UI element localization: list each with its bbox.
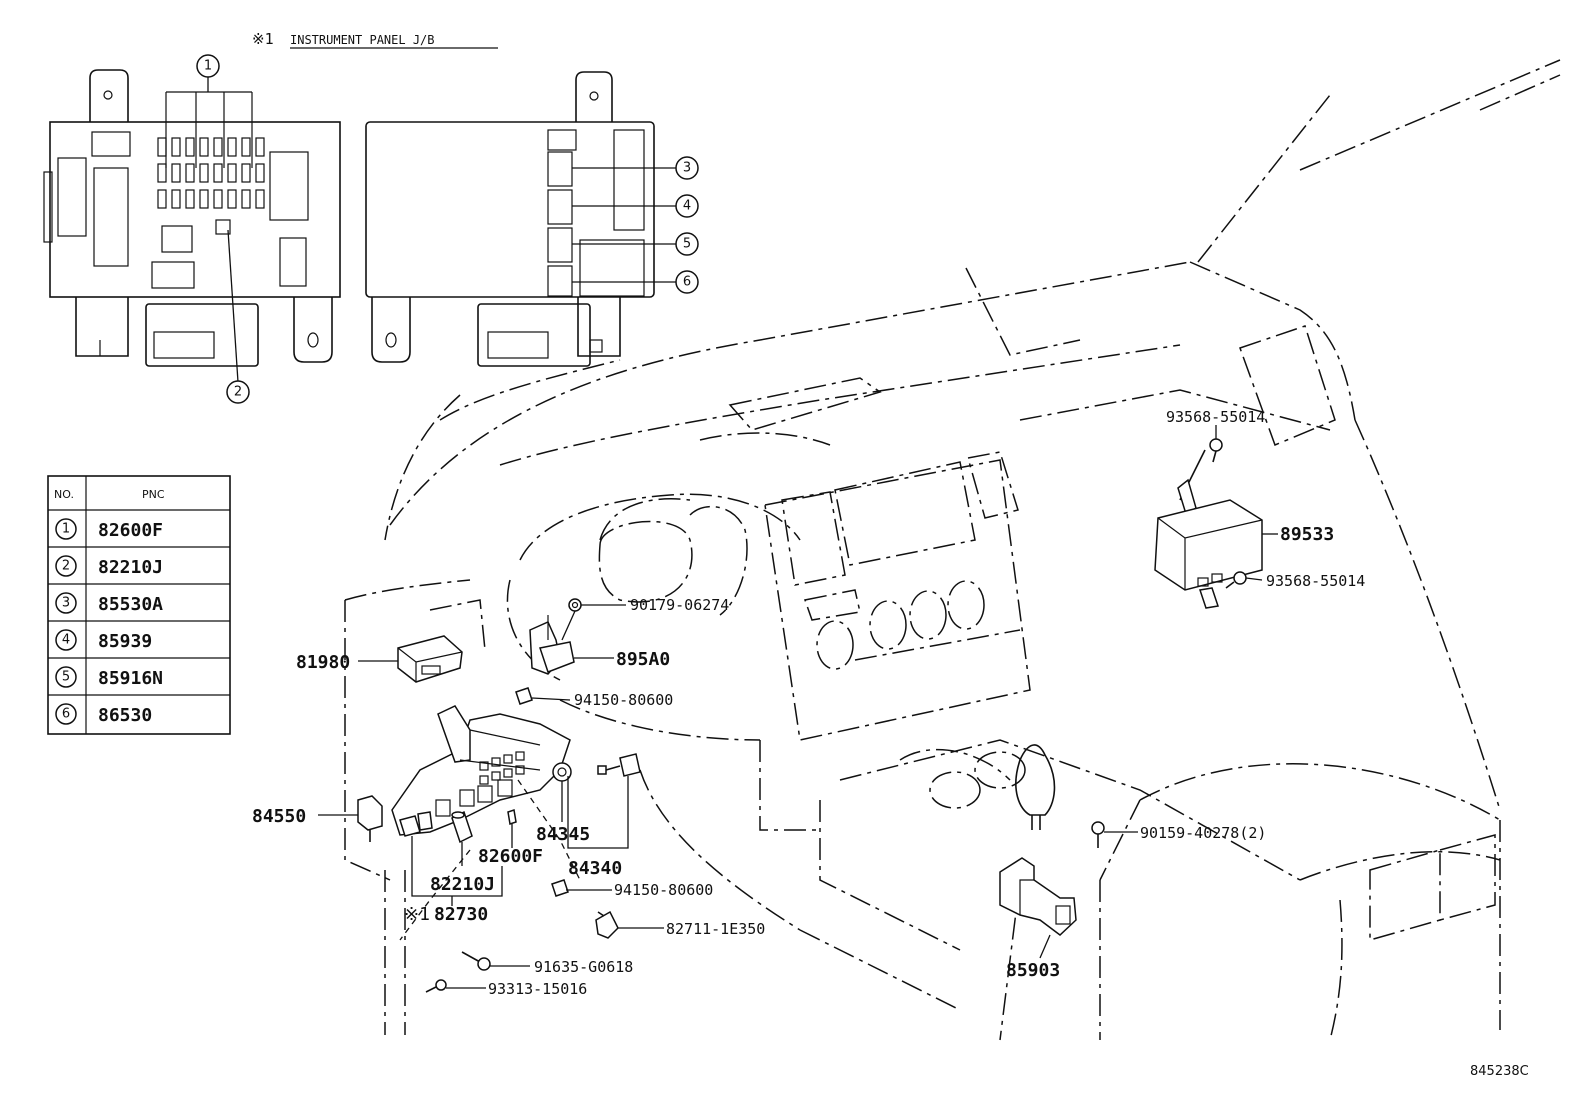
part-85903-shape xyxy=(999,857,1077,936)
table-row-pnc: 82210J xyxy=(98,557,163,578)
table-row-pnc: 85939 xyxy=(98,631,152,652)
table-header-no: NO. xyxy=(54,488,74,501)
label-89533: 89533 xyxy=(1280,524,1334,545)
clip-94150-upper xyxy=(515,687,533,705)
table-row: 3 85530A xyxy=(55,592,163,615)
table-row-no: 2 xyxy=(62,559,70,574)
label-82730: 82730 xyxy=(434,904,488,925)
part-82711-shape xyxy=(595,910,619,939)
label-84550: 84550 xyxy=(252,806,306,827)
part-84345-shape xyxy=(552,762,572,782)
label-93313-15016: 93313-15016 xyxy=(488,980,587,998)
label-85903: 85903 xyxy=(1006,960,1060,981)
table-row-no: 1 xyxy=(62,522,70,537)
drawing-number: 845238C xyxy=(1470,1064,1529,1079)
bolt-93568-top xyxy=(1209,438,1223,463)
svg-text:3: 3 xyxy=(683,161,691,176)
bolt-91635 xyxy=(461,951,491,971)
svg-text:5: 5 xyxy=(683,237,691,252)
jb-marker-2: 2 xyxy=(226,229,250,404)
part-82600F-shape xyxy=(507,809,517,825)
part-84340-shape xyxy=(597,753,641,777)
svg-text:6: 6 xyxy=(683,275,691,290)
part-81980-shape xyxy=(397,635,463,683)
pnc-table: NO. PNC 1 82600F 2 82210J 3 85530A 4 859… xyxy=(47,475,231,735)
table-row: 2 82210J xyxy=(55,555,163,578)
label-84340: 84340 xyxy=(568,858,622,879)
table-row: 6 86530 xyxy=(55,703,152,726)
clip-90159 xyxy=(1091,821,1105,848)
jb-marker-4: 4 xyxy=(572,194,699,218)
instrument-panel-jb-shape xyxy=(391,705,571,837)
table-row-no: 5 xyxy=(62,670,70,685)
nut-90179 xyxy=(568,598,582,612)
label-895A0: 895A0 xyxy=(616,649,670,670)
label-94150-80600-upper: 94150-80600 xyxy=(574,691,673,709)
table-header-pnc: PNC xyxy=(142,488,165,501)
table-row: 5 85916N xyxy=(55,666,163,689)
label-94150-80600-lower: 94150-80600 xyxy=(614,881,713,899)
table-row-pnc: 85916N xyxy=(98,668,163,689)
table-row-no: 6 xyxy=(62,707,70,722)
table-row-pnc: 85530A xyxy=(98,594,163,615)
svg-text:1: 1 xyxy=(204,59,212,74)
label-82600F: 82600F xyxy=(478,846,543,867)
dashboard-outline xyxy=(344,59,1561,1041)
label-82210J: 82210J xyxy=(430,874,495,895)
part-84550-shape xyxy=(357,795,383,842)
jb-marker-5: 5 xyxy=(572,232,699,256)
table-row: 1 82600F xyxy=(55,518,163,541)
jb-header-title: INSTRUMENT PANEL J/B xyxy=(290,33,435,47)
jb-marker-6: 6 xyxy=(572,270,699,294)
table-row: 4 85939 xyxy=(55,629,152,652)
label-81980: 81980 xyxy=(296,652,350,673)
jb-header-prefix: ※1 xyxy=(252,30,274,48)
label-93568-55014-bottom: 93568-55014 xyxy=(1266,572,1365,590)
leader-lines xyxy=(318,425,1278,989)
svg-text:2: 2 xyxy=(234,385,242,400)
label-82711-1E350: 82711-1E350 xyxy=(666,920,765,938)
junction-block-front-view xyxy=(43,69,341,367)
svg-text:4: 4 xyxy=(683,199,691,214)
jb-marker-1: 1 xyxy=(196,54,220,92)
label-93568-55014-top: 93568-55014 xyxy=(1166,408,1265,426)
jb-marker-3: 3 xyxy=(572,156,699,180)
part-895A0-shape xyxy=(529,610,576,675)
junction-block-rear-view xyxy=(365,71,655,367)
label-91635-G0618: 91635-G0618 xyxy=(534,958,633,976)
part-82210J-shape xyxy=(451,810,473,844)
table-row-pnc: 86530 xyxy=(98,705,152,726)
label-90179-06274: 90179-06274 xyxy=(630,596,729,614)
clip-94150-lower xyxy=(551,879,569,897)
label-82730-prefix: ※1 xyxy=(404,904,430,925)
label-84345: 84345 xyxy=(536,824,590,845)
table-row-no: 4 xyxy=(62,633,70,648)
table-row-no: 3 xyxy=(62,596,70,611)
part-89533-shape xyxy=(1154,449,1263,609)
table-row-pnc: 82600F xyxy=(98,520,163,541)
label-90159-40278: 90159-40278(2) xyxy=(1140,824,1266,842)
screw-93313 xyxy=(425,979,447,993)
shift-lever xyxy=(1015,744,1056,830)
